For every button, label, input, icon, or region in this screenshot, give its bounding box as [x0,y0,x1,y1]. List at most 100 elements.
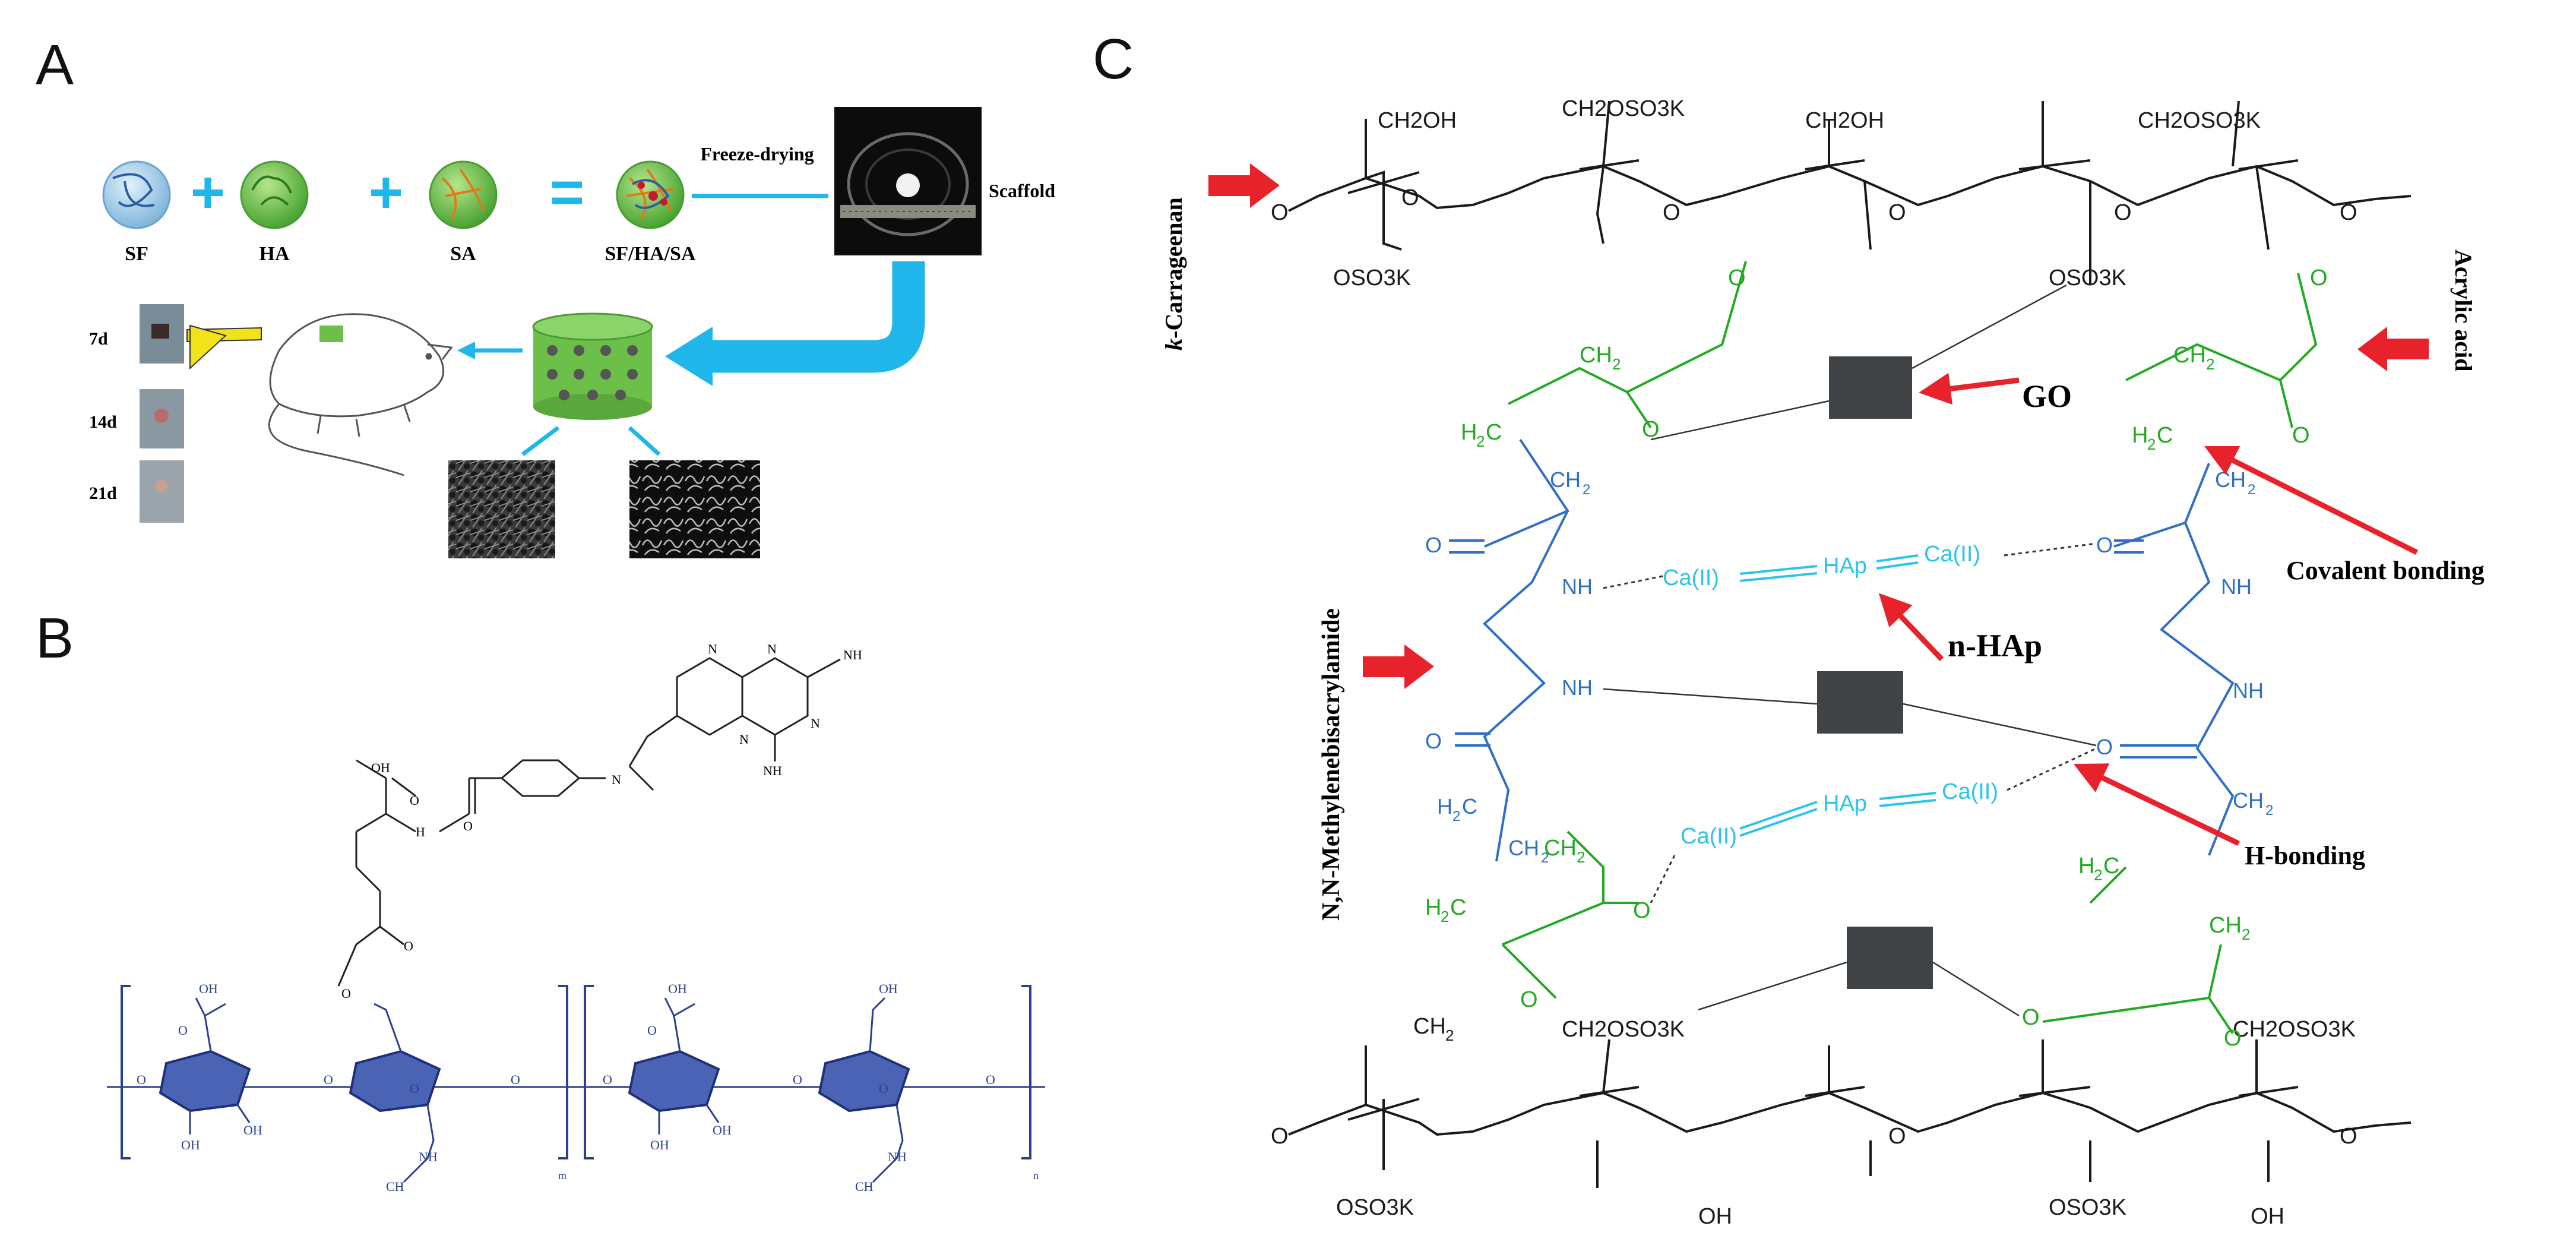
panel-c-letter: C [1093,27,1134,91]
ha1-o-carboxyl: O [178,1023,188,1038]
svg-text:H: H [1461,420,1477,445]
ca-1: Ca(II) [1663,565,1719,590]
svg-text:C: C [1462,794,1477,819]
c-o-4: O [1888,200,1906,225]
amide-nh: H [416,824,425,839]
go-sheet-3 [1847,927,1933,989]
sem-image-1 [448,460,555,558]
atom-n-4: N [811,716,820,731]
svg-text:2: 2 [1441,908,1449,925]
ha-sphere [240,160,309,229]
ha2-o-glyco: O [793,1072,802,1087]
c-ch2oh-1: CH2OH [1378,108,1457,133]
panel-a: + + = SF HA SA SF/HA/SA Freeze-drying [89,107,1055,558]
atom-n-methyl: N [612,772,621,787]
scaffold-label: Scaffold [989,180,1055,201]
c-o-9: O [2340,1124,2357,1149]
ha-unit-2 [628,997,910,1183]
acrylic-o-4: O [2292,423,2310,448]
carrageenan-label: k-Carrageenan [1160,197,1187,350]
arrow-mba [1363,644,1434,689]
ha1-o-end: O [511,1072,520,1087]
svg-text:2: 2 [2206,355,2214,373]
day7-label: 7d [89,329,108,349]
c-o-6: O [2340,200,2357,225]
svg-text:CH: CH [2173,343,2206,368]
sa-label: SA [450,243,476,265]
mba-nh-4: NH [2233,678,2264,703]
acrylic-o-1: O [1728,266,1746,290]
svg-text:C: C [1486,420,1502,445]
rat-illustration [268,313,453,476]
panel-c: CH2OH CH2OSO3K CH2OH CH2OSO3K OSO3K OSO3… [1160,96,2485,1229]
go-sheet-1 [1829,356,1912,419]
amide-o: O [463,819,473,833]
mba-label: N,N-Methylenebisacrylamide [1318,608,1345,921]
acrylic-o-8: O [2224,1026,2242,1051]
ha1-o-glyco: O [324,1072,333,1087]
atom-n-3: N [739,732,749,747]
sf-sphere [102,160,171,229]
equals-sign: = [550,159,584,226]
ha-label: HA [260,243,290,265]
ca-2: Ca(II) [1924,542,1980,567]
ester-o-2: O [404,939,413,953]
amine-top: NH [843,647,862,662]
mba-nh-2: NH [1562,675,1593,700]
arrow-carrageenan [1208,163,1280,208]
acid-oh: OH [371,760,390,775]
svg-text:2: 2 [1445,1026,1454,1044]
nhap-label: n-HAp [1948,628,2042,663]
arrow-hbonding [2073,763,2240,846]
svg-text:2: 2 [1541,850,1549,866]
implant-site [319,326,343,342]
scaffold-photo [834,107,982,255]
ha2-o-ring: O [879,1081,888,1096]
acrylic-label: Acrylic acid [2450,249,2477,372]
plus-sign-1: + [191,159,225,226]
svg-text:2: 2 [1452,808,1460,824]
svg-text:H: H [1437,794,1452,819]
ha1-o-link: O [137,1072,146,1087]
ca-3: Ca(II) [1681,824,1737,849]
hbonding-label: H-bonding [2245,841,2365,870]
hap-2: HAp [1823,791,1867,816]
svg-text:C: C [2157,423,2173,448]
svg-text:C: C [1450,895,1466,920]
arrow-nhap [1878,593,1944,662]
c-oso3k-2: OSO3K [2049,266,2126,290]
svg-text:H: H [2078,854,2094,879]
c-oh-1: OH [1698,1204,1732,1229]
carrageenan-chain-top [1288,100,2412,285]
ha1-oh-top: OH [199,981,218,996]
acrylic-o-7: O [2022,1005,2040,1030]
svg-text:H: H [1425,895,1441,920]
c-oso3k-3: OSO3K [1336,1195,1414,1220]
ha2-oh-1: OH [650,1137,669,1152]
ha1-oh-2: OH [243,1123,262,1137]
day21-label: 21d [89,484,117,503]
svg-text:CH: CH [2209,913,2242,938]
svg-text:CH: CH [2215,467,2246,492]
svg-text:2: 2 [1612,355,1621,373]
svg-text:2: 2 [2147,435,2156,453]
svg-text:CH: CH [1550,467,1581,492]
c-oso3k-1: OSO3K [1333,266,1411,290]
mba-segments [1449,438,2235,862]
hap-1: HAp [1823,554,1867,579]
svg-text:2: 2 [2248,482,2255,498]
go-sheet-2 [1817,671,1903,734]
c-ch2oh-2: CH2OH [1805,108,1884,133]
ha2-nh: NH [888,1149,907,1164]
svg-text:C: C [2103,854,2119,879]
process-arrow [707,261,925,373]
svg-text:2: 2 [2242,925,2250,943]
